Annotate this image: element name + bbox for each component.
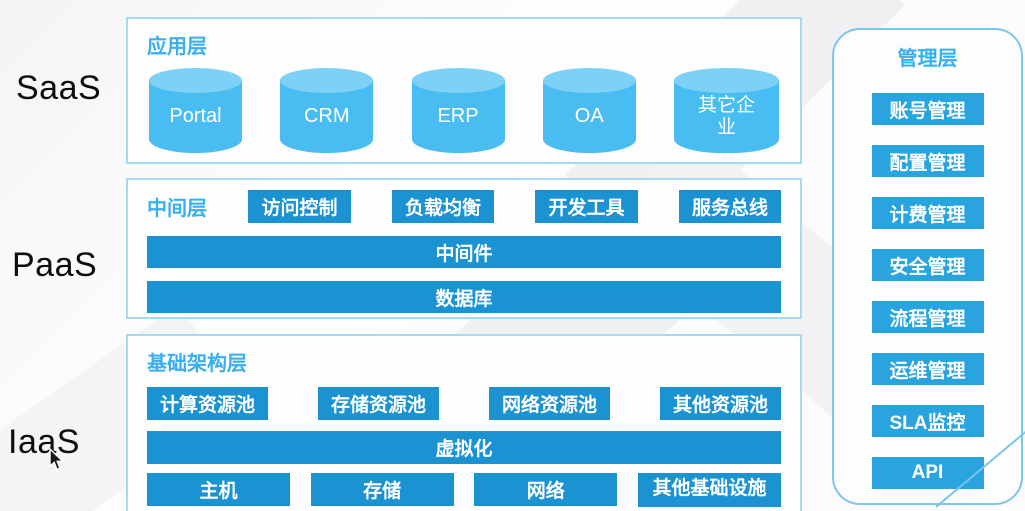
mgmt-item-config: 配置管理 (871, 145, 984, 177)
chip-other-pool: 其他资源池 (659, 387, 781, 420)
management-layer-title: 管理层 (897, 48, 958, 70)
chip-dev-tools: 开发工具 (535, 190, 638, 223)
application-cylinder-row: Portal CRM ERP OA 其它企业 (128, 66, 800, 153)
mgmt-item-api: API (871, 457, 984, 489)
cylinder-label: ERP (437, 105, 479, 127)
chip-storage: 存储 (310, 473, 454, 506)
bar-database: 数据库 (147, 281, 781, 313)
middle-layer-box: 中间层 访问控制 负载均衡 开发工具 服务总线 中间件 数据库 (126, 178, 802, 319)
cylinder-portal: Portal (149, 68, 242, 153)
chip-network-pool: 网络资源池 (488, 387, 610, 420)
chip-network: 网络 (474, 473, 618, 506)
iaas-layer-label: IaaS (8, 423, 80, 461)
mgmt-item-sla-monitor: SLA监控 (871, 405, 984, 437)
physical-resource-row: 主机 存储 网络 其他基础设施 (147, 473, 781, 507)
management-item-list: 账号管理 配置管理 计费管理 安全管理 流程管理 运维管理 SLA监控 API (834, 93, 1021, 489)
cylinder-oa: OA (542, 68, 636, 153)
resource-pool-row: 计算资源池 存储资源池 网络资源池 其他资源池 (147, 387, 781, 420)
mgmt-item-security: 安全管理 (871, 249, 984, 281)
cylinder-label: CRM (303, 105, 350, 127)
cylinder-label: Portal (169, 105, 222, 127)
mgmt-item-operations: 运维管理 (871, 353, 984, 385)
middle-layer-header-row: 中间层 访问控制 负载均衡 开发工具 服务总线 (128, 190, 781, 223)
infrastructure-layer-box: 基础架构层 计算资源池 存储资源池 网络资源池 其他资源池 虚拟化 主机 存储 … (126, 334, 802, 511)
cylinder-label: OA (574, 105, 604, 127)
application-layer-title: 应用层 (147, 36, 207, 58)
management-layer-box: 管理层 账号管理 配置管理 计费管理 安全管理 流程管理 运维管理 SLA监控 … (832, 28, 1023, 505)
cylinder-crm: CRM (280, 68, 374, 153)
middle-layer-title: 中间层 (147, 198, 207, 220)
chip-access-control: 访问控制 (248, 190, 351, 223)
infrastructure-layer-title: 基础架构层 (147, 353, 247, 375)
chip-service-bus: 服务总线 (678, 190, 781, 223)
bar-virtualization: 虚拟化 (147, 431, 781, 464)
chip-host: 主机 (147, 473, 290, 506)
chip-storage-pool: 存储资源池 (317, 387, 439, 420)
mgmt-item-account: 账号管理 (871, 93, 984, 125)
mgmt-item-billing: 计费管理 (871, 197, 984, 229)
cylinder-label: 其它企业 (697, 94, 755, 138)
bar-middleware: 中间件 (147, 236, 781, 268)
cylinder-other-enterprise: 其它企业 (674, 68, 779, 153)
mouse-cursor-icon (49, 448, 65, 471)
chip-load-balancing: 负载均衡 (391, 190, 494, 223)
chip-other-infrastructure: 其他基础设施 (637, 473, 781, 507)
cylinder-erp: ERP (411, 68, 505, 153)
paas-layer-label: PaaS (12, 246, 98, 284)
chip-compute-pool: 计算资源池 (147, 387, 269, 420)
mgmt-item-process: 流程管理 (871, 301, 984, 333)
saas-layer-label: SaaS (16, 69, 102, 107)
application-layer-box: 应用层 Portal CRM ERP OA 其它企业 (126, 17, 802, 164)
